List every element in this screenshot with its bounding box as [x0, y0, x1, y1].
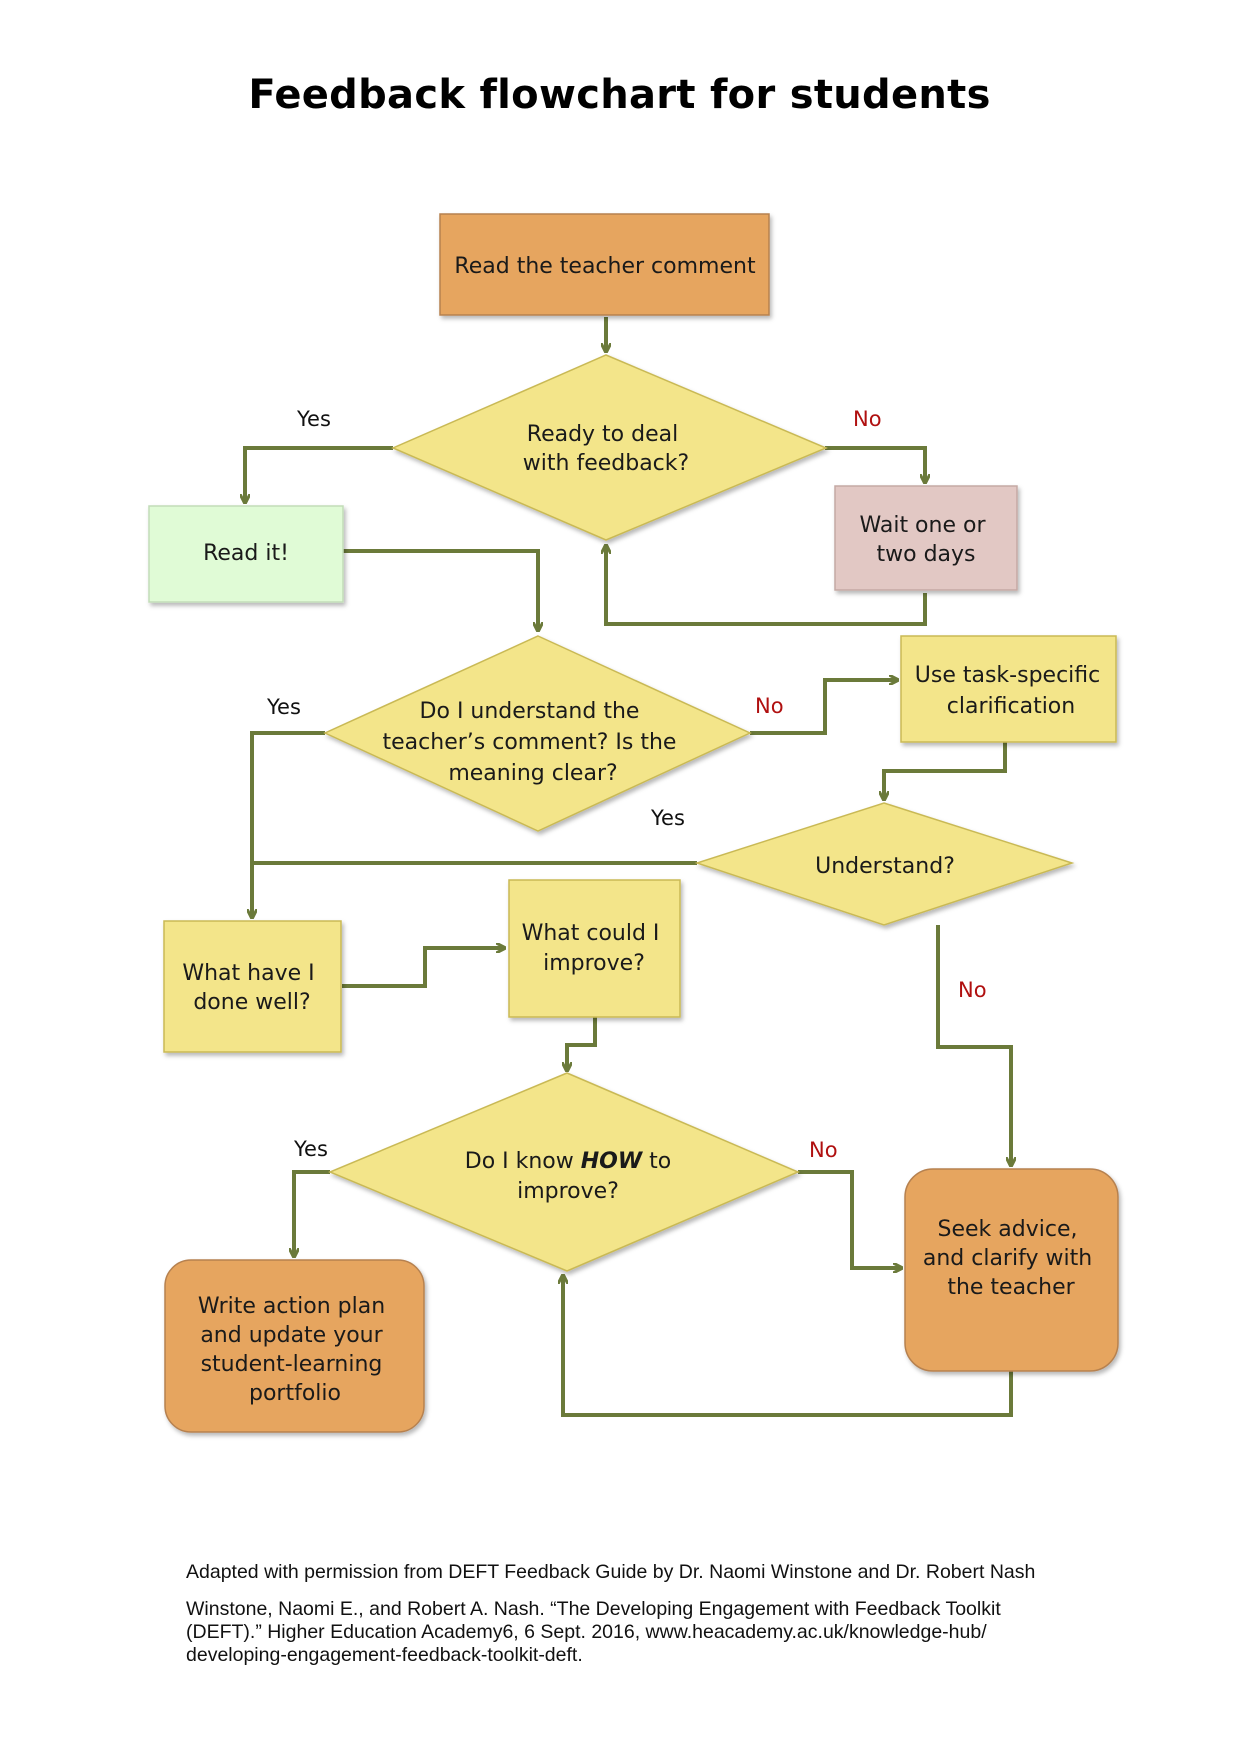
svg-text:Use task-specific clarif: Use task-specific clarification [915, 663, 1107, 719]
connector-know-how-yes-to-action-plan [294, 1170, 330, 1257]
node-what-could-i-improve: What could I improve? [508, 879, 681, 1018]
connector-read-it-to-understand-comment [343, 549, 538, 631]
svg-text:Understand?: Understand? [815, 854, 955, 879]
connector-understand-comment-yes-to-done-well [252, 731, 325, 918]
svg-text:Do I understand the teac: Do I understand the teacher’s comment? I… [383, 699, 684, 786]
node-text-line: Ready to deal [527, 422, 678, 447]
footer-citation: Winstone, Naomi E., and Robert A. Nash. … [186, 1598, 1166, 1667]
footer: Adapted with permission from DEFT Feedba… [186, 1561, 1166, 1667]
node-what-have-i-done-well: What have I done well? [163, 920, 342, 1053]
svg-text:Ready to deal with feedb: Ready to deal with feedback? [523, 422, 689, 476]
node-text-line: portfolio [249, 1381, 341, 1406]
node-text-line: Read it! [203, 541, 289, 566]
connector-seek-advice-back-to-know-how [563, 1275, 1013, 1417]
connector-improve-to-know-how [567, 1017, 597, 1071]
node-text-line: and update your [200, 1323, 383, 1348]
node-text-line: with feedback? [523, 451, 689, 476]
node-text-line: Understand? [815, 854, 955, 879]
node-text-line: Do I know HOW to [465, 1149, 672, 1174]
connector-ready-no-to-wait [825, 446, 925, 483]
svg-text:What have I done well?: What have I done well? [182, 961, 321, 1015]
connector-wait-back-to-ready [606, 545, 927, 626]
svg-text:Read it!: Read it! [203, 541, 289, 566]
label-yes-ready: Yes [296, 407, 331, 431]
node-text-line: two days [877, 542, 976, 567]
node-write-action-plan: Write action plan and update your studen… [164, 1259, 425, 1433]
node-text-line: meaning clear? [448, 761, 617, 786]
page-title: Feedback flowchart for students [248, 72, 991, 118]
svg-text:Seek advice, and clarify: Seek advice, and clarify with the teache… [923, 1217, 1099, 1300]
label-no-know-how: No [809, 1138, 838, 1162]
node-text-line: the teacher [947, 1275, 1075, 1300]
node-text-line: Write action plan [198, 1294, 385, 1319]
svg-text:What could I improve?: What could I improve? [522, 921, 667, 976]
node-text-line: Use task-specific [915, 663, 1100, 688]
node-text-line: Seek advice, [938, 1217, 1078, 1242]
node-text-line: improve? [543, 951, 645, 976]
decision-know-how-to-improve: Do I know HOW to improve? [328, 1072, 800, 1272]
node-text-line: What could I [522, 921, 660, 946]
node-text-line: clarification [947, 694, 1075, 719]
label-yes-know-how: Yes [293, 1137, 328, 1161]
node-read-teacher-comment: Read the teacher comment [439, 213, 770, 316]
node-text-line: What have I [182, 961, 314, 986]
citation-line: developing-engagement-feedback-toolkit-d… [186, 1644, 583, 1666]
node-read-it: Read it! [148, 505, 344, 603]
label-yes-understand-comment: Yes [266, 695, 301, 719]
node-task-specific-clarification: Use task-specific clarification [900, 635, 1117, 743]
label-no-understand: No [958, 978, 987, 1002]
node-seek-advice: Seek advice, and clarify with the teache… [904, 1168, 1119, 1372]
footer-permission: Adapted with permission from DEFT Feedba… [186, 1561, 1036, 1583]
decision-understand-comment: Do I understand the teacher’s comment? I… [323, 635, 752, 832]
node-text-line: and clarify with [923, 1246, 1092, 1271]
connector-clarification-to-understand [884, 742, 1007, 800]
emphasis-how: HOW [581, 1149, 644, 1174]
node-wait-one-or-two-days: Wait one or two days [834, 485, 1018, 591]
connector-understand-comment-no-to-clarification [750, 680, 898, 735]
connector-understand-no-to-seek-advice [936, 925, 1011, 1166]
decision-understand: Understand? [694, 802, 1075, 926]
label-yes-understand: Yes [650, 806, 685, 830]
connector-ready-yes-to-read-it [245, 446, 393, 503]
label-no-ready: No [853, 407, 882, 431]
svg-text:Read the teacher comment: Read the teacher comment [454, 254, 756, 279]
node-text-line: Wait one or [860, 513, 987, 538]
svg-text:Write action plan and up: Write action plan and update your studen… [198, 1294, 392, 1406]
node-text-line: teacher’s comment? Is the [383, 730, 677, 755]
connector-done-well-to-improve [342, 948, 505, 988]
connector-know-how-no-to-seek-advice [798, 1170, 902, 1268]
decision-ready-to-deal: Ready to deal with feedback? [391, 354, 828, 541]
label-no-understand-comment: No [755, 694, 784, 718]
citation-line: Winstone, Naomi E., and Robert A. Nash. … [186, 1598, 1001, 1620]
node-text-line: Read the teacher comment [454, 254, 756, 279]
citation-line: (DEFT).” Higher Education Academy6, 6 Se… [186, 1621, 987, 1643]
node-text-line: improve? [517, 1179, 619, 1204]
node-text-line: done well? [193, 990, 310, 1015]
svg-text:Wait one or two days: Wait one or two days [860, 513, 993, 567]
node-text-line: student-learning [201, 1352, 383, 1377]
node-text-line: Do I understand the [420, 699, 640, 724]
